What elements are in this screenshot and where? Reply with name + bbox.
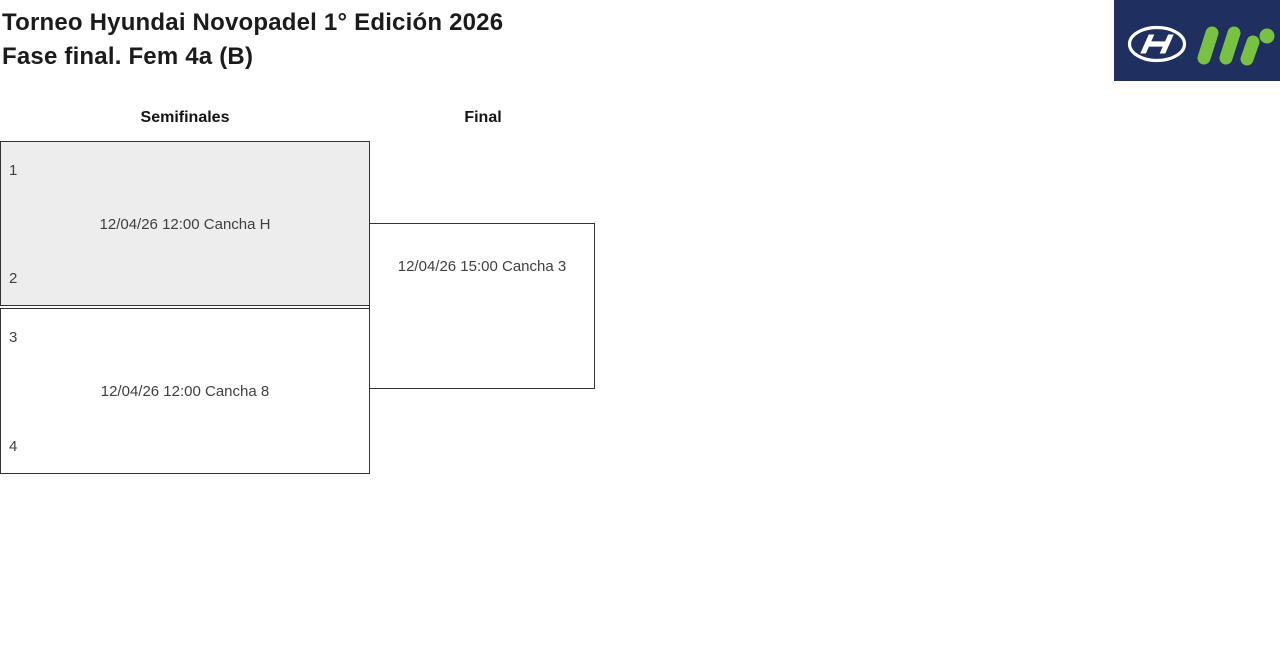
match-final[interactable]: 12/04/26 15:00 Cancha 3	[369, 223, 595, 389]
seed-number: 2	[9, 270, 18, 287]
hyundai-logo-icon	[1127, 25, 1187, 63]
round-header-final: Final	[464, 109, 502, 126]
match-schedule: 12/04/26 12:00 Cancha 8	[100, 383, 270, 400]
seed-number: 4	[9, 438, 18, 455]
seed-number: 1	[9, 162, 18, 179]
logo-banner-graphic	[1127, 25, 1275, 66]
match-semifinal-2[interactable]: 3 12/04/26 12:00 Cancha 8 4	[0, 308, 370, 474]
mi-green-logo-icon	[1197, 26, 1275, 66]
match-schedule: 12/04/26 15:00 Cancha 3	[397, 258, 567, 275]
tournament-name: Torneo Hyundai Novopadel 1° Edición 2026	[2, 9, 504, 36]
seed-number: 3	[9, 329, 18, 346]
page-title: Torneo Hyundai Novopadel 1° Edición 2026…	[2, 6, 503, 74]
round-header-semifinals: Semifinales	[140, 109, 230, 126]
match-semifinal-1[interactable]: 1 12/04/26 12:00 Cancha H 2	[0, 141, 370, 306]
match-schedule: 12/04/26 12:00 Cancha H	[99, 215, 271, 233]
phase-category: Fase final. Fem 4a (B)	[2, 43, 254, 70]
logo-banner	[1114, 0, 1280, 81]
